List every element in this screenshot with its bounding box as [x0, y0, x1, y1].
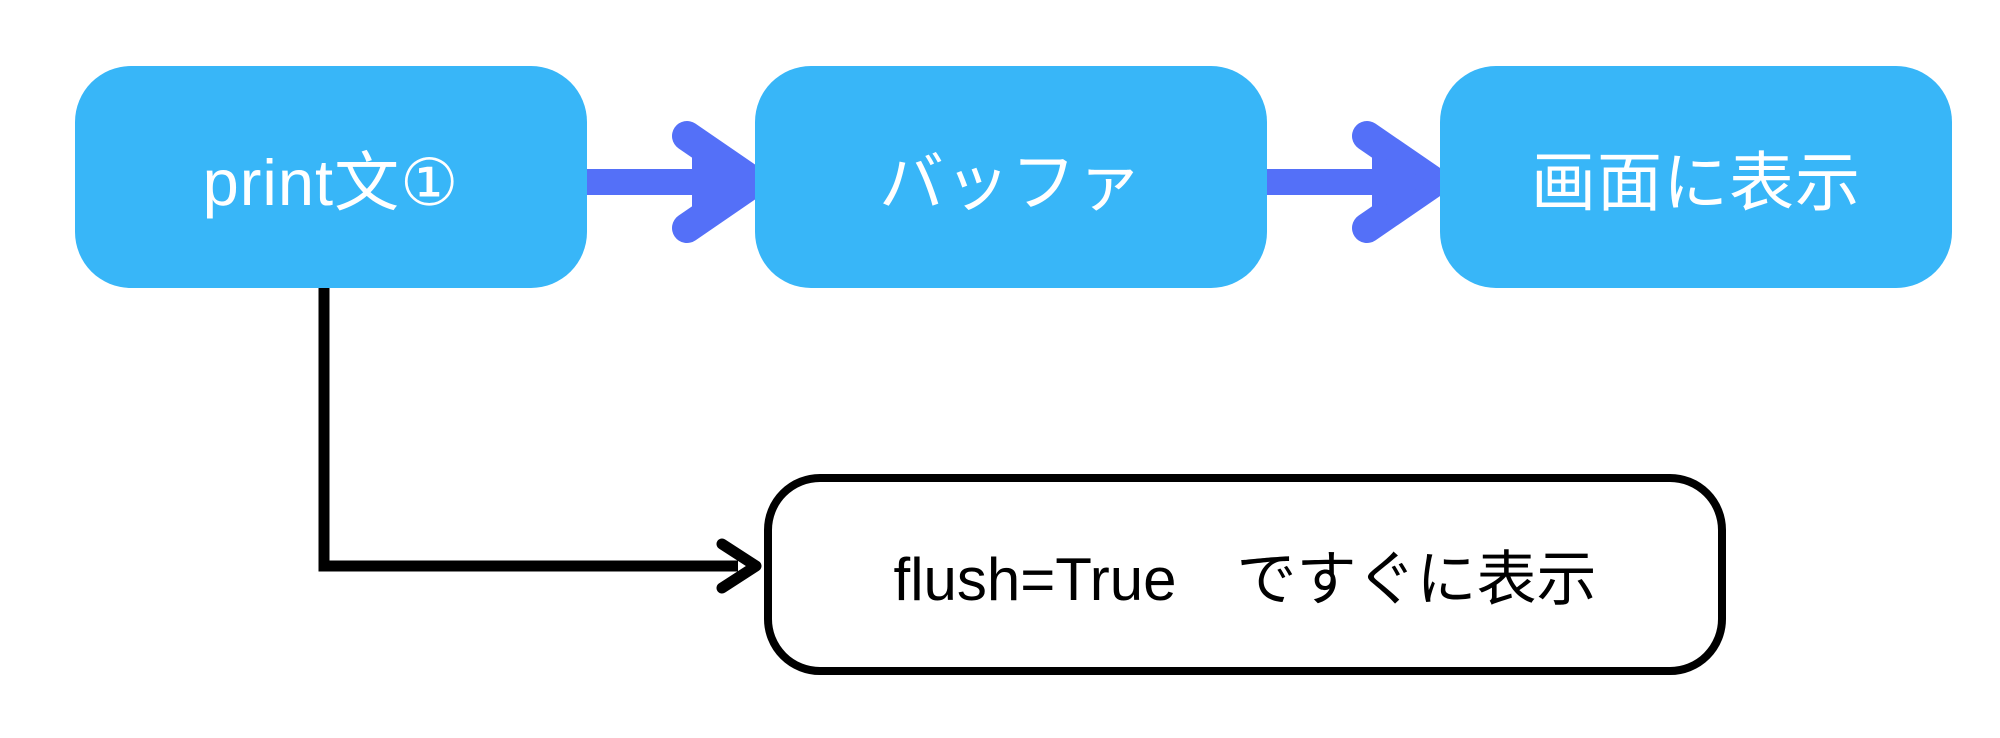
node-print-statement: print文① [75, 66, 587, 288]
node-screen-display: 画面に表示 [1440, 66, 1952, 288]
arrow-print-to-buffer-icon [587, 121, 769, 243]
callout-flush-true: flush=True ですぐに表示 [764, 474, 1726, 675]
callout-flush-true-label: flush=True ですぐに表示 [893, 546, 1597, 613]
node-buffer-label: バッファ [878, 146, 1143, 219]
connector-print-to-flush-icon [318, 287, 762, 594]
node-screen-display-label: 画面に表示 [1530, 146, 1861, 219]
node-print-statement-label: print文① [202, 146, 460, 219]
arrow-buffer-to-display-icon [1267, 121, 1449, 243]
node-buffer: バッファ [755, 66, 1267, 288]
